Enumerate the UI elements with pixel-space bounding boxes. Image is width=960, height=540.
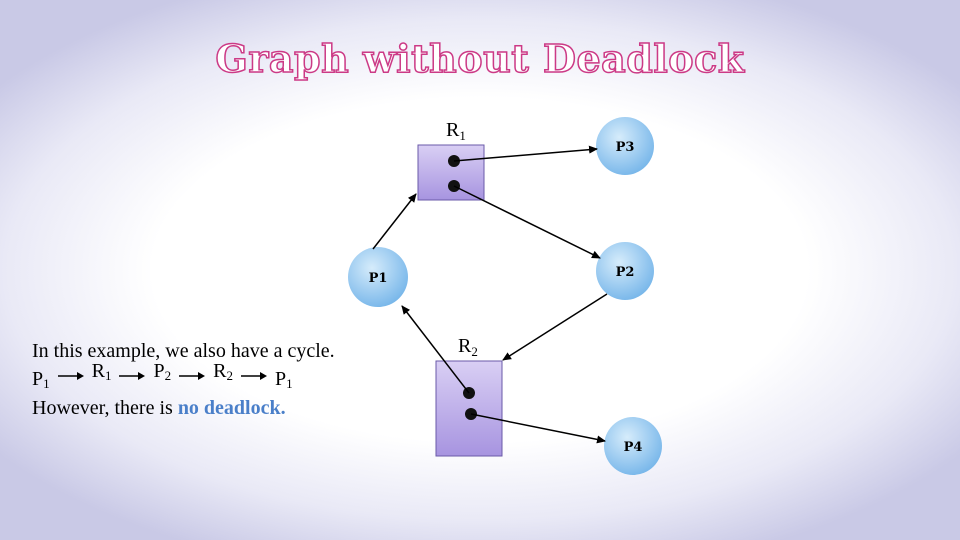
- seq-token-3: P2: [153, 360, 172, 383]
- edge-p2-to-r2: [502, 293, 608, 361]
- seq-arrow-icon: [240, 369, 268, 383]
- edge-r1-to-p2: [453, 185, 601, 259]
- seq-token-1: P1: [32, 368, 50, 391]
- resource-r2: R2: [435, 335, 503, 457]
- process-p4: P4: [604, 417, 662, 475]
- seq-token-4: R2: [213, 360, 233, 383]
- svg-text:R2: R2: [458, 335, 478, 359]
- edge-r2-to-p1: [401, 305, 470, 394]
- cycle-sequence: P1 R1 P2 R2 P1: [32, 360, 335, 395]
- resource-r1: R1: [417, 119, 485, 201]
- process-p2: P2: [596, 242, 654, 300]
- seq-arrow-icon: [178, 369, 206, 383]
- no-deadlock-highlight: no deadlock.: [177, 397, 286, 419]
- edge-r1-to-p3: [453, 145, 598, 162]
- seq-token-2: R1: [91, 360, 112, 383]
- p2-label: P2: [616, 265, 635, 280]
- r2-label: R: [458, 335, 472, 357]
- p4-label: P4: [624, 440, 643, 455]
- explanation-line-1: In this example, we also have a cycle.: [32, 340, 335, 362]
- seq-arrow-icon: [118, 369, 146, 383]
- explanation-line-3: However, there is no deadlock.: [32, 397, 286, 419]
- process-p3: P3: [596, 117, 654, 175]
- seq-arrow-icon: [57, 369, 85, 383]
- process-p1: P1: [348, 247, 408, 307]
- edge-r2-to-p4: [470, 413, 606, 444]
- edge-p1-to-r1: [372, 193, 417, 250]
- explanation-text: In this example, we also have a cycle. P…: [32, 338, 335, 421]
- p3-label: P3: [616, 140, 635, 155]
- slide-title: Graph without Deadlock: [215, 35, 745, 82]
- r1-label-sub: 1: [459, 128, 466, 143]
- r1-label: R: [446, 119, 460, 141]
- p1-label: P1: [369, 271, 388, 286]
- r2-label-sub: 2: [471, 344, 478, 359]
- seq-token-5: P1: [274, 368, 293, 391]
- svg-text:R1: R1: [446, 119, 466, 143]
